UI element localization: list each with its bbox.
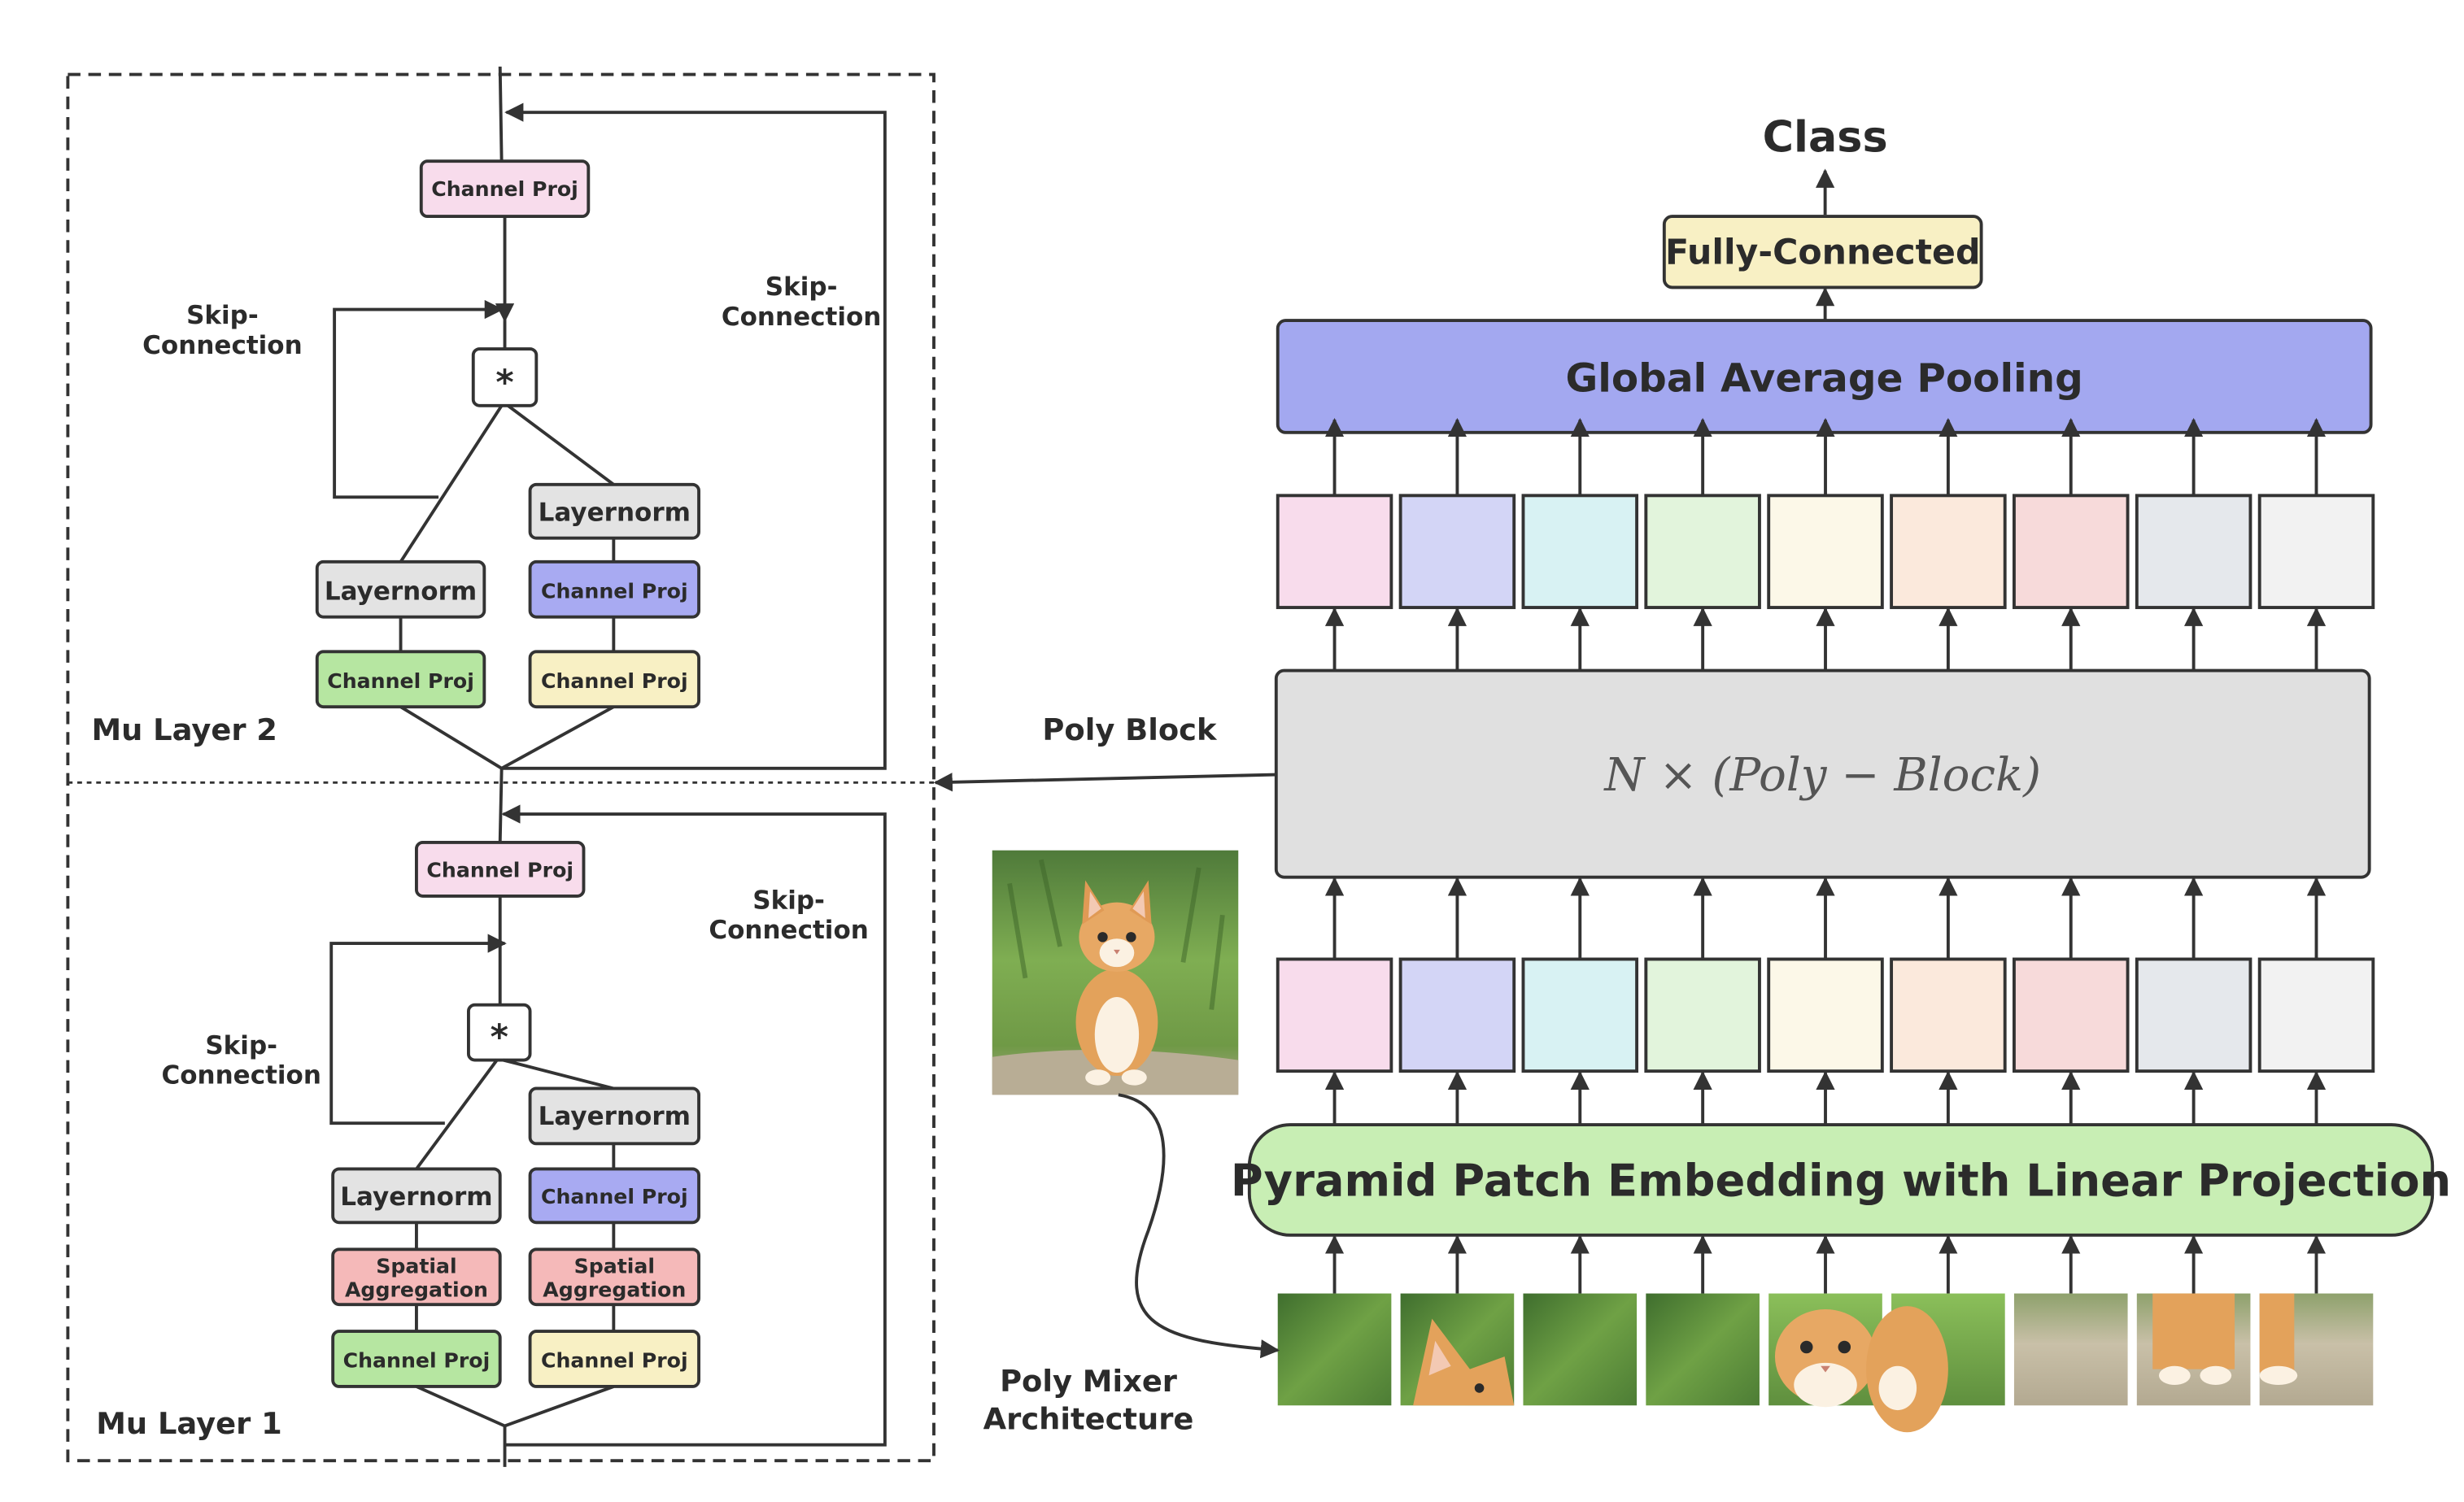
kitten-paws-patch (2136, 1293, 2251, 1406)
caption-line-1: Poly Mixer (1000, 1364, 1178, 1399)
mu-layer-1-title: Mu Layer 1 (96, 1406, 281, 1441)
channel-proj-right-mid-label: Channel Proj (541, 1185, 688, 1208)
input-token (1767, 957, 1884, 1073)
inner-skip-label-2: Connection (142, 331, 302, 360)
layernorm-left-label: Layernorm (340, 1182, 492, 1212)
mu-layer-1: Mu Layer 1 Channel Proj * Skip- Connecti… (96, 768, 887, 1467)
multiply-node (466, 1003, 532, 1062)
global-average-pooling-label: Global Average Pooling (1565, 355, 2082, 401)
inner-skip-label-2: Connection (161, 1061, 321, 1091)
channel-proj-right-mid-label: Channel Proj (541, 579, 688, 603)
token-row-output (1276, 494, 2375, 609)
kitten-side-patch (1866, 1293, 2005, 1433)
output-token (2135, 494, 2252, 609)
input-token (1276, 957, 1393, 1073)
input-token (1398, 957, 1516, 1073)
channel-proj-top-label: Channel Proj (426, 859, 573, 882)
token-row-input (1276, 957, 2375, 1073)
kitten-leg-patch (2259, 1293, 2374, 1406)
outer-skip-label-2: Connection (709, 916, 869, 945)
outer-skip-label-1: Skip- (765, 272, 838, 302)
kitten-ear-patch (1400, 1293, 1515, 1406)
token-arrows (1324, 417, 2327, 1294)
pyramid-patch-embedding-label: Pyramid Patch Embedding with Linear Proj… (1231, 1155, 2451, 1206)
channel-proj-left-label: Channel Proj (327, 669, 474, 693)
inner-skip-connection (329, 934, 507, 1125)
caption-line-2: Architecture (983, 1401, 1194, 1436)
layernorm-left-label: Layernorm (325, 577, 477, 606)
poly-block-link-arrow (933, 773, 1276, 792)
output-token (1398, 494, 1516, 609)
fully-connected-label: Fully-Connected (1665, 232, 1981, 272)
grass-patch (1523, 1293, 1638, 1406)
output-token (1644, 494, 1761, 609)
input-token (1521, 957, 1639, 1073)
outer-skip-label-2: Connection (722, 303, 882, 332)
spatial-aggregation-right-label-1: Spatial (574, 1254, 655, 1278)
mu-layer-2-title: Mu Layer 2 (91, 712, 277, 747)
multiply-node (471, 347, 539, 407)
channel-proj-right-label: Channel Proj (541, 669, 688, 693)
layernorm-right-label: Layernorm (539, 1102, 691, 1131)
layernorm-right-label: Layernorm (539, 498, 691, 527)
image-patch-row (1277, 1293, 2374, 1433)
grass-patch (1646, 1293, 1760, 1406)
kitten-face-patch (1768, 1293, 1882, 1408)
outer-skip-connection (501, 102, 887, 770)
input-token (2135, 957, 2252, 1073)
output-token (1890, 494, 2007, 609)
spatial-aggregation-left-label-1: Spatial (376, 1254, 456, 1278)
ground-patch (2013, 1293, 2128, 1406)
poly-block-formula: N × (Poly − Block) (1603, 749, 2041, 802)
input-token (2257, 957, 2375, 1073)
mu-layer-panel: Mu Layer 2 Channel Proj * Skip- Connecti… (66, 66, 935, 1467)
input-token (1644, 957, 1761, 1073)
multiply-symbol: * (495, 363, 513, 403)
output-token (1521, 494, 1639, 609)
inner-skip-connection (333, 299, 504, 499)
inner-skip-label-1: Skip- (186, 301, 259, 330)
outer-skip-label-1: Skip- (752, 886, 825, 915)
spatial-aggregation-left-label-2: Aggregation (345, 1278, 488, 1301)
grass-patch (1277, 1293, 1392, 1406)
channel-proj-right-label: Channel Proj (541, 1349, 688, 1373)
image-to-patches-arrow (1118, 1093, 1280, 1359)
output-token (1276, 494, 1393, 609)
output-token (2013, 494, 2130, 609)
pyramid-patch-embedding-box (1247, 1123, 2435, 1237)
channel-proj-right (528, 1330, 700, 1388)
channel-proj-top-label: Channel Proj (431, 177, 578, 201)
inner-skip-label-1: Skip- (205, 1031, 277, 1060)
output-token (2257, 494, 2375, 609)
output-token (1767, 494, 1884, 609)
spatial-aggregation-right-label-2: Aggregation (543, 1278, 686, 1301)
outer-skip-connection (501, 804, 887, 1447)
channel-proj-right (528, 650, 700, 709)
channel-proj-left-label: Channel Proj (343, 1349, 491, 1373)
multiply-symbol: * (491, 1017, 508, 1058)
class-label: Class (1763, 113, 1888, 163)
input-token (2013, 957, 2130, 1073)
kitten-image (992, 850, 1239, 1095)
input-token (1890, 957, 2007, 1073)
mu-layer-2: Mu Layer 2 Channel Proj * Skip- Connecti… (91, 66, 887, 770)
poly-block-label: Poly Block (1042, 712, 1218, 747)
main-pipeline: Class Fully-Connected Global Average Poo… (933, 113, 2451, 1436)
